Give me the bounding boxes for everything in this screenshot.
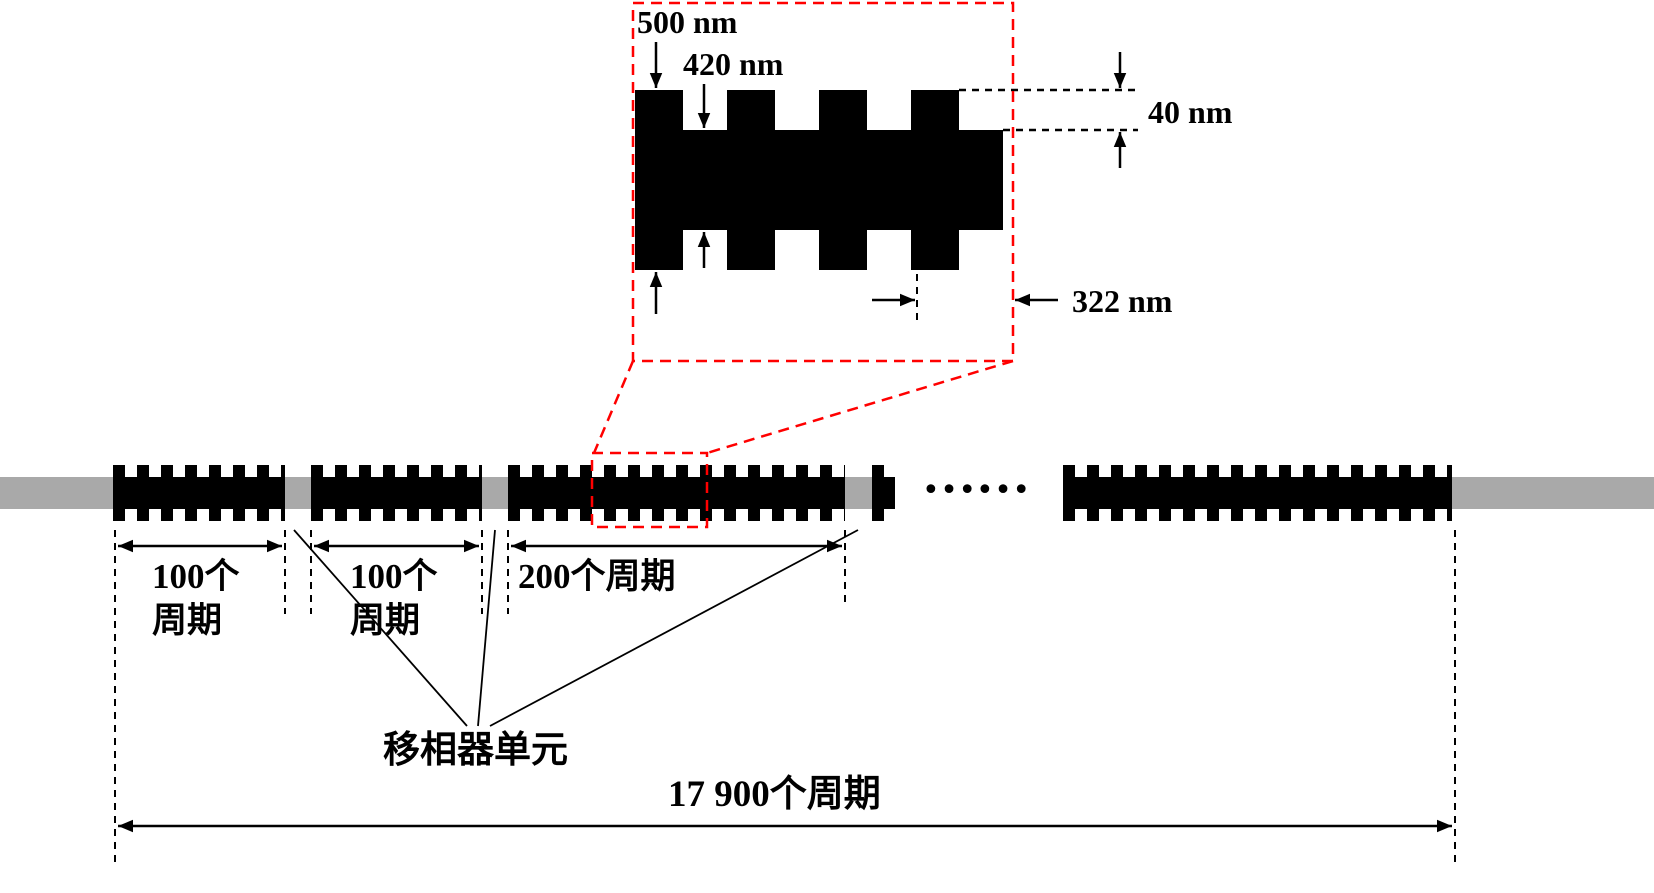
section3-label: 200个周期	[518, 557, 676, 596]
grating-segment-3	[508, 465, 845, 521]
section2-label-line1: 100个	[350, 557, 438, 596]
grating-structures	[113, 90, 1452, 521]
waveguide-gray-right-end	[1452, 477, 1654, 509]
zoom-callout	[590, 1, 1015, 529]
phase-shifter-block-2	[482, 477, 508, 509]
phase-shifter-blocks	[0, 477, 1654, 509]
phase-shifter-leader-3	[489, 529, 859, 727]
dim-322-label: 322 nm	[1072, 283, 1173, 319]
grating-segment-stub	[872, 465, 895, 521]
zoom-connector-left	[592, 360, 635, 454]
zoom-corrugated-waveguide	[635, 90, 1003, 270]
ellipsis-label: ……	[922, 444, 1030, 504]
dim-40-label: 40 nm	[1148, 94, 1233, 130]
grating-segment-1	[113, 465, 285, 521]
waveguide-gray-left-end	[0, 477, 113, 509]
phase-shifter-leader-1	[293, 529, 468, 727]
zoom-source-box	[590, 451, 709, 529]
phase-shifter-leader-2	[477, 529, 496, 727]
dimension-annotations	[114, 42, 1456, 868]
phase-shifter-block-3	[845, 477, 872, 509]
zoom-detail-box	[631, 1, 1015, 363]
section1-label-line1: 100个	[152, 557, 240, 596]
total-periods-label: 17 900个周期	[668, 773, 881, 815]
phase-shifter-label: 移相器单元	[383, 729, 568, 771]
zoom-connector-right	[706, 359, 1014, 455]
dim-500-label: 500 nm	[637, 4, 738, 40]
section2-label-line2: 周期	[350, 601, 420, 640]
figure-labels: 500 nm 420 nm 40 nm 322 nm 100个 周期 100个 …	[152, 4, 1233, 815]
grating-segment-4	[1063, 465, 1452, 521]
dim-420-label: 420 nm	[683, 46, 784, 82]
section1-label-line2: 周期	[152, 601, 222, 640]
grating-segment-2	[311, 465, 482, 521]
phase-shifter-block-1	[285, 477, 311, 509]
